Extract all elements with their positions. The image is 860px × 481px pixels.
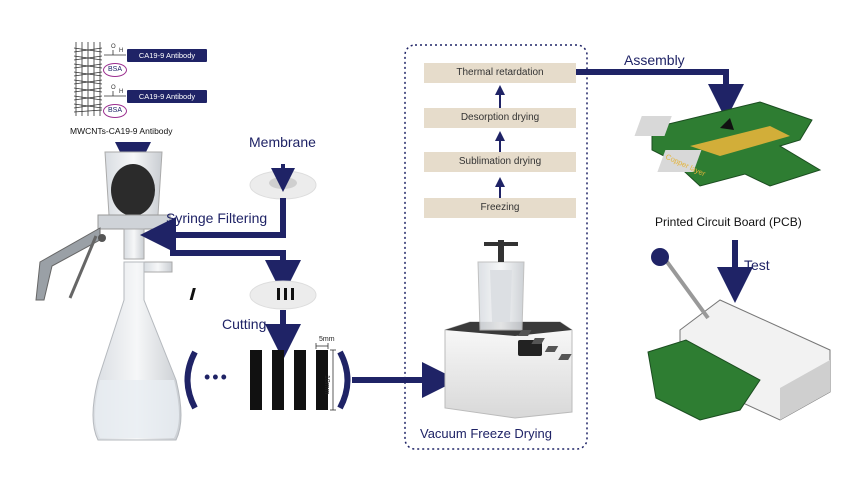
ellipsis-dots: •••: [204, 367, 229, 387]
assembly-label: Assembly: [624, 52, 685, 68]
freeze-drying-box: [404, 44, 588, 450]
amide-linkers: [104, 50, 126, 97]
filtration-flask: [35, 151, 182, 441]
vacuum-freeze-drying-label: Vacuum Freeze Drying: [420, 426, 552, 441]
mwcnt-tubes: [73, 42, 103, 116]
bsa-label-1: BSA: [103, 63, 127, 77]
pcb-board: [634, 101, 822, 187]
antibody-tag-1: CA19-9 Antibody: [127, 49, 207, 62]
left-paren: [184, 350, 198, 410]
assembly-arrow: [576, 69, 744, 120]
dimension-height: 18mm: [323, 375, 330, 395]
svg-text:H: H: [119, 48, 123, 54]
syringe-filtering-label: Syringe Filtering: [166, 210, 268, 226]
freeze-dryer-machine: [444, 240, 573, 419]
membrane-label: Membrane: [249, 134, 316, 150]
svg-text:O: O: [111, 85, 116, 91]
to-cut-disc-arrow: [170, 250, 301, 296]
svg-text:H: H: [119, 89, 123, 95]
cut-disc: [189, 280, 317, 310]
step-thermal-retardation: Thermal retardation: [424, 63, 576, 83]
mwcnt-caption: MWCNTs-CA19-9 Antibody: [70, 126, 173, 136]
step-desorption-drying: Desorption drying: [424, 108, 576, 128]
step-sublimation-drying: Sublimation drying: [424, 152, 576, 172]
syringe-filter-arrow: [140, 198, 286, 253]
right-paren: [337, 350, 351, 410]
strip-3: [294, 350, 306, 410]
antibody-tag-2: CA19-9 Antibody: [127, 90, 207, 103]
svg-text:O: O: [111, 44, 116, 50]
step-freezing: Freezing: [424, 198, 576, 218]
bsa-label-2: BSA: [103, 104, 127, 118]
pcb-label: Printed Circuit Board (PCB): [655, 215, 802, 229]
dimension-width: 5mm: [319, 336, 335, 343]
strip-4: [316, 350, 328, 410]
strip-1: [250, 350, 262, 410]
strip-2: [272, 350, 284, 410]
test-device: [518, 248, 831, 421]
dimension-lines: [315, 343, 336, 411]
test-label: Test: [744, 257, 770, 273]
cutting-label: Cutting: [222, 316, 267, 332]
